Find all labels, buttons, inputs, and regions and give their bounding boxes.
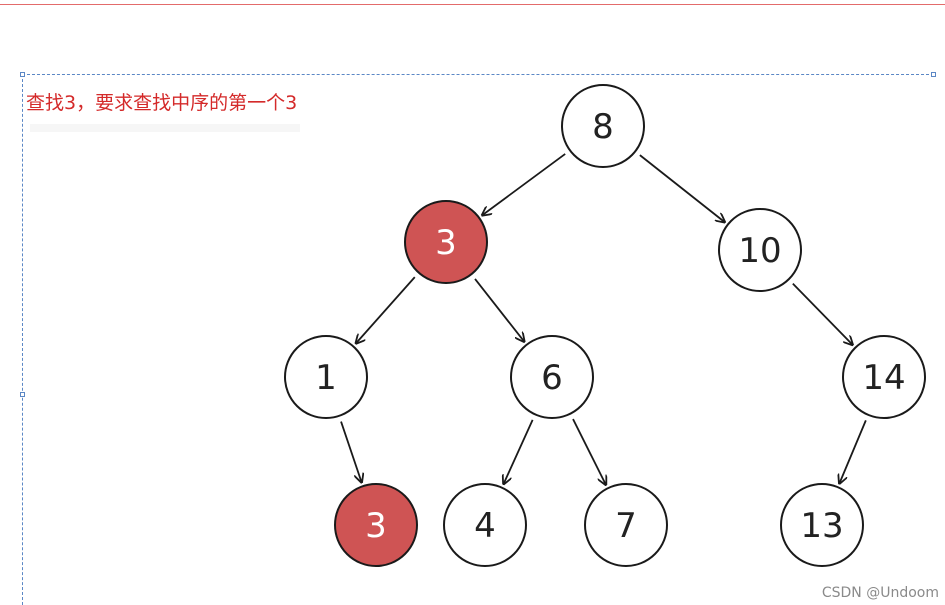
node-label: 3 (435, 223, 457, 263)
tree-node-13: 13 (780, 483, 864, 567)
node-circle (718, 208, 802, 292)
node-circle (561, 84, 645, 168)
node-label: 10 (738, 231, 781, 271)
edge-arrow (572, 418, 606, 485)
node-label: 14 (862, 358, 905, 398)
tree-node-3: 3 (404, 200, 488, 284)
selection-frame-top (22, 74, 934, 75)
top-rule (0, 4, 945, 5)
faint-bar (30, 124, 300, 132)
edge-arrow (639, 154, 725, 222)
resize-handle[interactable] (20, 72, 25, 77)
node-label: 1 (315, 358, 337, 398)
node-label: 7 (615, 506, 637, 546)
edge-arrow (474, 278, 524, 342)
tree-node-1: 1 (284, 335, 368, 419)
edge-arrow (839, 420, 867, 483)
tree-node-3: 3 (334, 483, 418, 567)
edge-arrow (482, 153, 566, 215)
tree-node-10: 10 (718, 208, 802, 292)
node-circle (584, 483, 668, 567)
node-circle (780, 483, 864, 567)
tree-node-7: 7 (584, 483, 668, 567)
edge-arrow (792, 283, 853, 345)
node-circle (510, 335, 594, 419)
selection-frame-left (22, 74, 23, 605)
resize-handle[interactable] (931, 72, 936, 77)
watermark: CSDN @Undoom (821, 585, 939, 601)
node-label: 6 (541, 358, 563, 398)
tree-node-6: 6 (510, 335, 594, 419)
tree-node-14: 14 (842, 335, 926, 419)
edge-arrow (504, 419, 534, 484)
node-label: 3 (365, 506, 387, 546)
node-circle (284, 335, 368, 419)
node-circle (404, 200, 488, 284)
node-circle (334, 483, 418, 567)
resize-handle[interactable] (20, 392, 25, 397)
tree-node-8: 8 (561, 84, 645, 168)
node-label: 13 (800, 506, 843, 546)
node-label: 4 (474, 506, 496, 546)
node-label: 8 (592, 107, 614, 147)
node-circle (443, 483, 527, 567)
edge-arrow (356, 276, 416, 343)
node-circle (842, 335, 926, 419)
edge-arrow (340, 421, 362, 483)
tree-node-4: 4 (443, 483, 527, 567)
caption-text: 查找3，要求查找中序的第一个3 (26, 92, 298, 114)
